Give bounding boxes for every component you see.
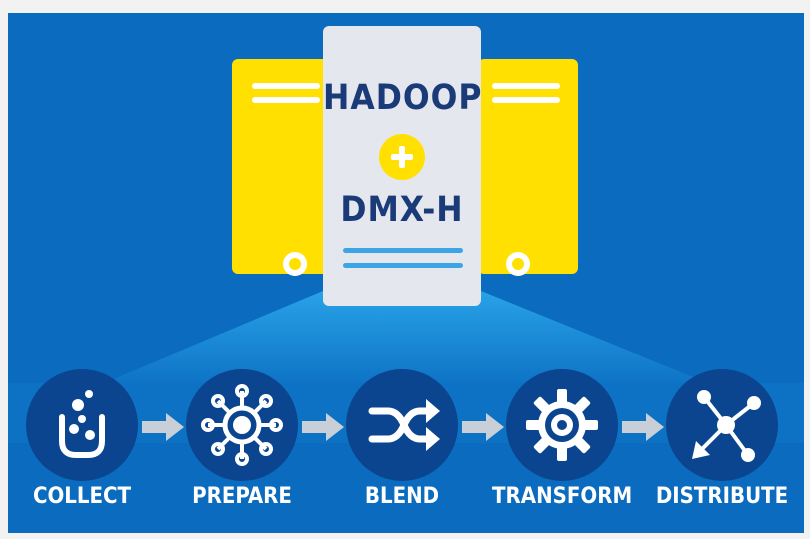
panel-line: [343, 248, 463, 253]
step-blend: [346, 369, 458, 481]
center-server-panel: HADOOP DMX-H: [323, 26, 481, 306]
blend-icon: [368, 399, 440, 451]
step-label-collect: COLLECT: [32, 484, 132, 509]
step-label-distribute: DISTRIBUTE: [655, 484, 789, 509]
step-label-blend: BLEND: [364, 484, 440, 509]
step-prepare: [186, 369, 298, 481]
prepare-icon: [201, 384, 283, 466]
title-hadoop: HADOOP: [323, 78, 483, 118]
arrow-right-icon: [462, 413, 504, 441]
server-line: [492, 83, 560, 89]
server-line: [492, 97, 560, 103]
step-distribute: [666, 369, 778, 481]
arrow-right-icon: [622, 413, 664, 441]
server-left: [232, 59, 332, 276]
arrow-right-icon: [142, 413, 184, 441]
transform-icon: [526, 389, 598, 461]
distribute-icon: [692, 390, 761, 462]
server-right: [478, 59, 578, 276]
panel-line: [343, 263, 463, 268]
step-collect: [26, 369, 138, 481]
server-line: [252, 83, 320, 89]
step-label-transform: TRANSFORM: [492, 484, 633, 509]
collect-icon: [59, 390, 105, 458]
server-knob: [506, 252, 530, 276]
step-transform: [506, 369, 618, 481]
step-label-prepare: PREPARE: [192, 484, 292, 509]
plus-icon: [379, 134, 425, 180]
arrow-right-icon: [302, 413, 344, 441]
title-dmxh: DMX-H: [340, 190, 464, 230]
diagram-canvas: HADOOP DMX-H COLLECT: [8, 13, 804, 533]
server-line: [252, 97, 320, 103]
server-knob: [283, 252, 307, 276]
